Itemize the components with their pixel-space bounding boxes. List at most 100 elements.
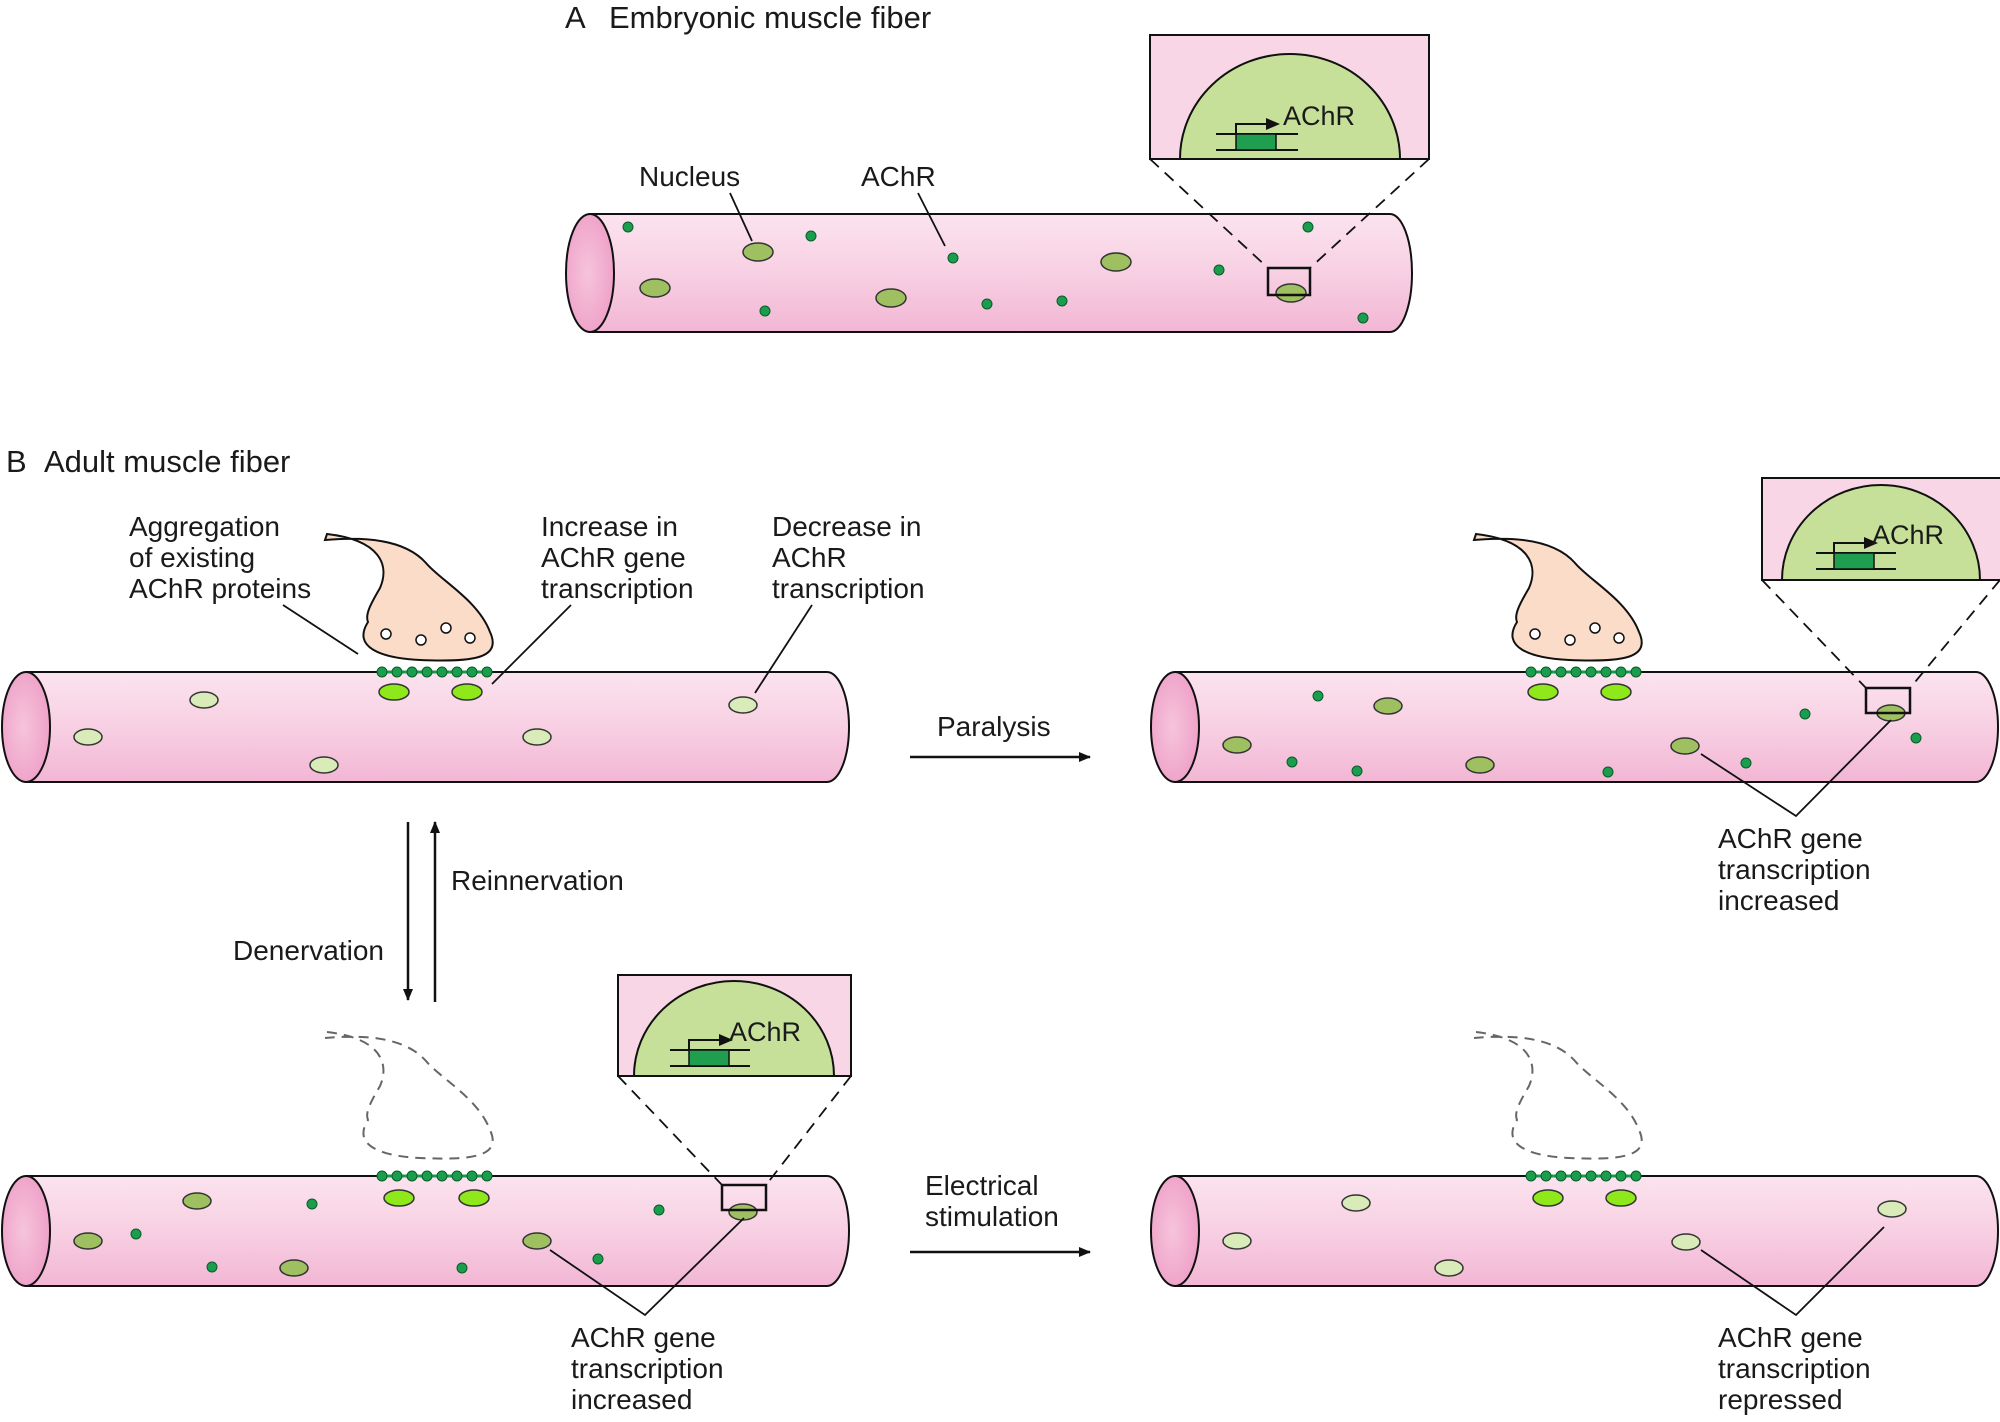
achr-dot	[981, 298, 993, 310]
achr-dot	[1740, 757, 1752, 769]
achr-dot	[1570, 1170, 1582, 1182]
nucleus	[309, 756, 339, 774]
inset-nucleus	[632, 980, 836, 1077]
nucleus	[1671, 1233, 1701, 1251]
leader-line	[729, 192, 753, 242]
caption-denervated: AChR gene transcription increased	[571, 1322, 731, 1415]
caption-stimulated: AChR gene transcription repressed	[1718, 1322, 1878, 1415]
transcription-start-arrow	[1235, 123, 1268, 134]
label-nucleus: Nucleus	[639, 161, 740, 192]
label-achr: AChR	[861, 161, 936, 192]
synaptic-vesicle	[1564, 634, 1576, 646]
panel-a: A Embryonic muscle fiber Nu	[565, 0, 1430, 333]
leader-line	[282, 604, 359, 655]
panel-b-letter: B	[6, 444, 27, 479]
achr-dot	[391, 1170, 403, 1182]
caption-leader	[1700, 1226, 1885, 1317]
synaptic-nucleus	[451, 683, 483, 701]
nucleus	[1434, 1259, 1464, 1277]
label-decrease: Decrease in AChR transcription	[772, 511, 929, 604]
arrow-electrical-stimulation: Electrical stimulation	[910, 1170, 1091, 1257]
synaptic-vesicle	[440, 622, 452, 634]
achr-dot	[406, 1170, 418, 1182]
achr-dot	[1555, 1170, 1567, 1182]
panel-b-title: Adult muscle fiber	[44, 444, 290, 479]
achr-dot	[306, 1198, 318, 1210]
synaptic-vesicle	[415, 634, 427, 646]
achr-dot	[1630, 666, 1642, 678]
achr-dot	[1570, 666, 1582, 678]
synaptic-nucleus	[378, 683, 410, 701]
achr-dot	[421, 1170, 433, 1182]
inset-panel-a: AChR	[1149, 34, 1430, 297]
synaptic-nucleus	[383, 1189, 415, 1207]
nucleus	[1222, 736, 1252, 754]
zoom-box	[720, 1183, 768, 1212]
nucleus	[189, 691, 219, 709]
former-nerve-outline	[324, 1031, 494, 1160]
label-denervation: Denervation	[233, 935, 384, 966]
synaptic-vesicle	[1589, 622, 1601, 634]
achr-dot	[1525, 1170, 1537, 1182]
fiber-end-cap	[1150, 1175, 1200, 1287]
nucleus	[522, 728, 552, 746]
caption-leader	[549, 1217, 745, 1317]
label-aggregation: Aggregation of existing AChR proteins	[129, 511, 311, 604]
synaptic-nucleus	[1600, 683, 1632, 701]
inset-nucleus	[1780, 484, 1982, 581]
label-electrical-stimulation: Electrical stimulation	[925, 1170, 1059, 1232]
inset-achr-label: AChR	[1872, 520, 1944, 550]
extrasynaptic-nuclei	[1222, 697, 1906, 774]
achr-dots	[130, 1198, 665, 1274]
achr-dot	[206, 1261, 218, 1273]
caption-leader	[1700, 719, 1892, 818]
embryonic-muscle-fiber	[565, 213, 1413, 333]
label-paralysis: Paralysis	[937, 711, 1051, 742]
achr-dot	[1213, 264, 1225, 276]
zoom-box	[1266, 266, 1312, 297]
achr-dot	[436, 666, 448, 678]
achr-dot	[451, 666, 463, 678]
label-increase: Increase in AChR gene transcription	[541, 511, 694, 604]
gene-box	[1235, 133, 1277, 151]
nucleus	[1275, 283, 1307, 303]
fiber-end-cap	[1150, 671, 1200, 783]
synaptic-vesicle	[1529, 628, 1541, 640]
panel-a-letter: A	[565, 0, 586, 35]
achr-dot	[1615, 666, 1627, 678]
achr-dot	[1910, 732, 1922, 744]
nucleus	[639, 278, 671, 298]
extrasynaptic-nuclei	[73, 1192, 758, 1277]
nucleus	[1877, 1200, 1907, 1218]
achr-dot	[592, 1253, 604, 1265]
synaptic-nucleus	[1605, 1189, 1637, 1207]
achr-dot	[466, 666, 478, 678]
achr-dot	[1799, 708, 1811, 720]
leader-line	[754, 604, 813, 694]
fiber-end-cap	[1, 671, 51, 783]
achr-dot	[1286, 756, 1298, 768]
achr-dot	[481, 666, 493, 678]
fiber-end-cap	[565, 213, 615, 333]
achr-dot	[1615, 1170, 1627, 1182]
achr-dot	[376, 666, 388, 678]
fiber-paralyzed: AChR AChR gene transcription increased	[1150, 477, 2000, 916]
achr-dot	[653, 1204, 665, 1216]
caption-paralyzed: AChR gene transcription increased	[1718, 823, 1878, 916]
synaptic-vesicle	[380, 628, 392, 640]
nucleus	[1222, 1232, 1252, 1250]
synaptic-vesicles	[1529, 622, 1625, 646]
achr-dot	[1555, 666, 1567, 678]
achr-dot	[1540, 666, 1552, 678]
achr-dot	[1351, 765, 1363, 777]
nucleus	[875, 288, 907, 308]
achr-dot	[456, 1262, 468, 1274]
nucleus	[182, 1192, 212, 1210]
achr-dot	[406, 666, 418, 678]
fiber-innervated: Aggregation of existing AChR proteins In…	[1, 511, 929, 783]
gene-box	[1833, 552, 1875, 570]
nucleus	[742, 242, 774, 262]
leader-line	[491, 604, 572, 685]
achr-dot	[1600, 1170, 1612, 1182]
label-reinnervation: Reinnervation	[451, 865, 624, 896]
